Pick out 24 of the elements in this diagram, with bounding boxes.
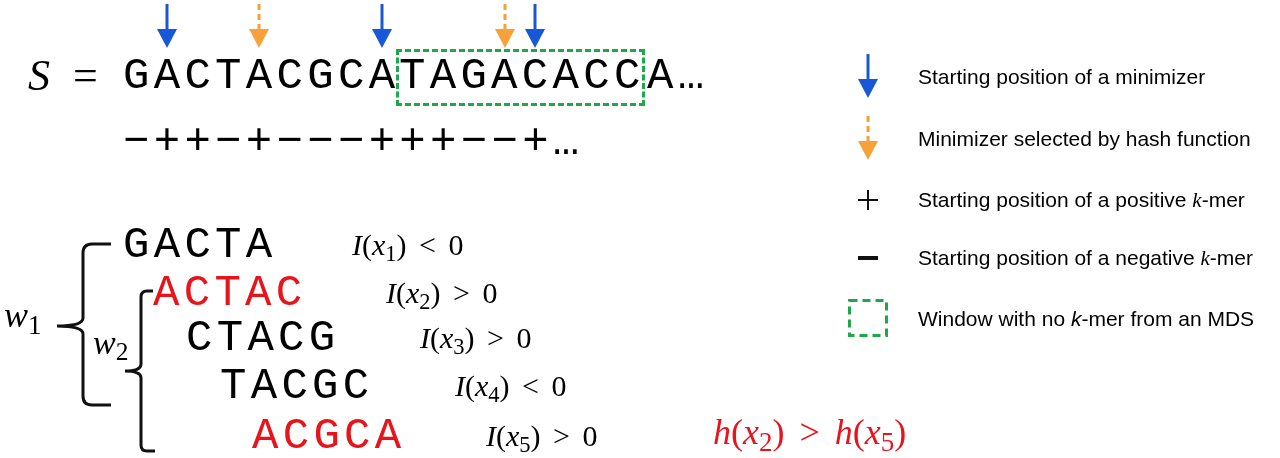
kmer-text: GACTA: [123, 223, 277, 267]
math-expression: I(x$_{5}$) > 0: [486, 421, 598, 451]
math-expression: I(x$_{2}$) > 0: [386, 278, 498, 308]
legend-text: Window with no k-mer from an MDS: [918, 307, 1255, 329]
dna-sequence: A…: [647, 54, 709, 98]
legend-text: Minimizer selected by hash function: [918, 127, 1251, 149]
sign-sequence: −++−+−−−+++−−+…: [123, 120, 584, 164]
legend-text: Starting position of a minimizer: [918, 65, 1206, 87]
kmer-text: TACGC: [220, 364, 374, 408]
kmer-text: ACGCA: [252, 414, 406, 458]
kmer-text: ACTAC: [153, 271, 307, 315]
math-expression: I(x$_{1}$) < 0: [352, 230, 464, 260]
legend-text: Starting position of a negative k-mer: [918, 247, 1253, 269]
dna-sequence: TAGACACC: [399, 54, 641, 98]
legend-text: Starting position of a positive k-mer: [918, 189, 1245, 211]
math-expression: I(x$_{4}$) < 0: [455, 371, 567, 401]
math-expression: I(x$_{3}$) > 0: [420, 323, 532, 353]
window-label: w$_{1}$: [4, 297, 42, 333]
math-label: S =: [28, 54, 98, 98]
dashed-window-box: [396, 49, 645, 106]
hash-comparison: h(x$_{2}$) > h(x$_{5}$): [713, 414, 907, 450]
dna-sequence: GACTACGCA: [123, 54, 395, 98]
window-label: w$_{2}$: [93, 326, 129, 360]
kmer-text: CTACG: [186, 316, 340, 360]
